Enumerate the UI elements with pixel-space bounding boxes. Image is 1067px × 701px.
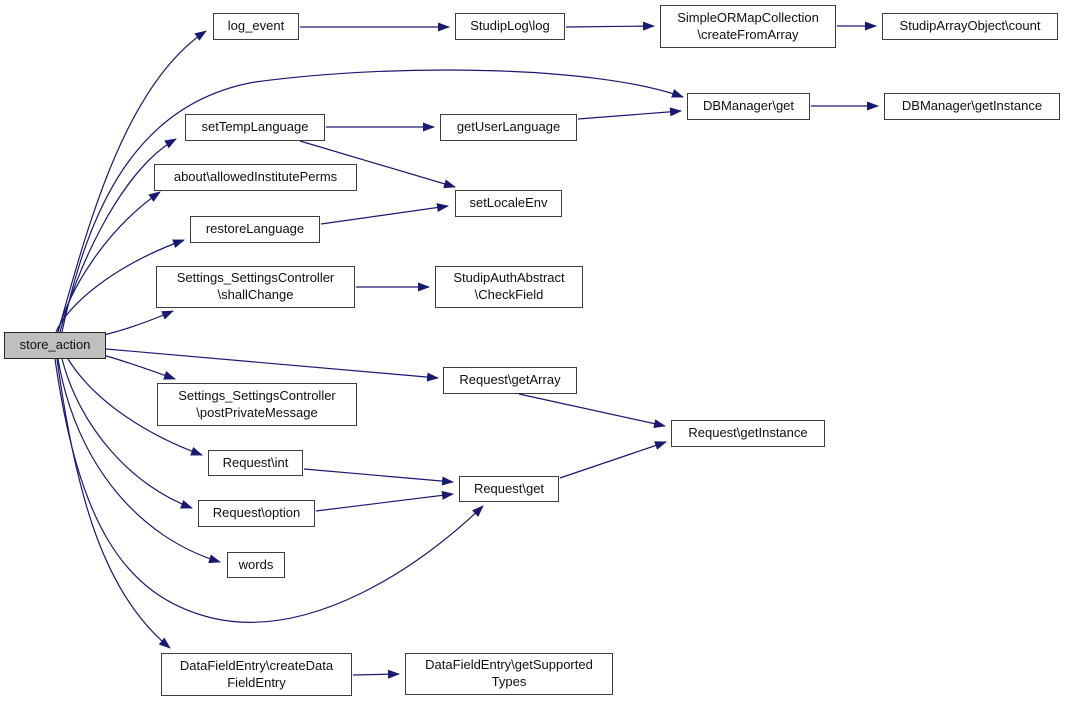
node-store-action: store_action (4, 332, 106, 359)
node-studiparrayobject-count[interactable]: StudipArrayObject\count (882, 13, 1058, 40)
node-request-getarray[interactable]: Request\getArray (443, 367, 577, 394)
node-request-option[interactable]: Request\option (198, 500, 315, 527)
edge-request-getarray-to-request-getinstance (518, 393, 666, 429)
edge-store-action-to-dbmanager-get (61, 69, 684, 333)
edge-restorelanguage-to-setlocaleenv (320, 203, 449, 225)
edge-store-action-to-about-allowedinstituteperms (57, 191, 161, 333)
node-restorelanguage[interactable]: restoreLanguage (190, 216, 320, 243)
node-datafieldentry-getsupportedtypes[interactable]: DataFieldEntry\getSupported Types (405, 653, 613, 695)
node-settings-settingscontroller-postprivatemessage[interactable]: Settings_SettingsController \postPrivate… (157, 383, 357, 426)
node-datafieldentry-createdatafieldentry[interactable]: DataFieldEntry\createData FieldEntry (161, 653, 352, 696)
node-setlocaleenv[interactable]: setLocaleEnv (455, 190, 562, 217)
edges-group (54, 21, 879, 679)
edge-store-action-to-request-getarray (105, 348, 439, 382)
edge-store-action-to-settings-settingscontroller-postprivatemessage (102, 354, 176, 380)
node-words[interactable]: words (227, 552, 285, 578)
node-settings-settingscontroller-shallchange[interactable]: Settings_SettingsController \shallChange (156, 266, 355, 308)
node-getuserlanguage[interactable]: getUserLanguage (440, 114, 577, 141)
node-request-get[interactable]: Request\get (459, 476, 559, 502)
edge-store-action-to-request-option (61, 358, 193, 509)
node-about-allowedinstituteperms[interactable]: about\allowedInstitutePerms (154, 164, 357, 191)
node-dbmanager-get[interactable]: DBManager\get (687, 93, 810, 120)
node-studiplog-log[interactable]: StudipLog\log (455, 13, 565, 40)
edge-datafieldentry-createdatafieldentry-to-datafieldentry-getsupportedtypes (352, 669, 400, 679)
edge-request-option-to-request-get (315, 490, 454, 512)
edge-store-action-to-settings-settingscontroller-shallchange (103, 310, 174, 336)
node-simpleormapcollection-createfromarray[interactable]: SimpleORMapCollection \createFromArray (660, 5, 836, 48)
node-settemplanguage[interactable]: setTempLanguage (185, 114, 325, 141)
edge-store-action-to-restorelanguage (55, 239, 185, 333)
edge-studiplog-log-to-simpleormapcollection-createfromarray (565, 21, 655, 31)
node-dbmanager-getinstance[interactable]: DBManager\getInstance (884, 93, 1060, 120)
edge-request-get-to-request-getinstance (559, 441, 667, 479)
edge-store-action-to-settemplanguage (59, 138, 177, 333)
edge-request-int-to-request-get (303, 468, 454, 486)
edge-settemplanguage-to-setlocaleenv (299, 140, 456, 189)
node-request-getinstance[interactable]: Request\getInstance (671, 420, 825, 447)
edge-store-action-to-words (57, 358, 221, 564)
node-log-event[interactable]: log_event (213, 13, 299, 40)
node-request-int[interactable]: Request\int (208, 450, 303, 476)
edge-getuserlanguage-to-dbmanager-get (577, 107, 682, 120)
edge-store-action-to-request-int (67, 358, 203, 456)
node-studipauthabstract-checkfield[interactable]: StudipAuthAbstract \CheckField (435, 266, 583, 308)
edge-store-action-to-datafieldentry-createdatafieldentry (56, 358, 171, 649)
edge-store-action-to-log-event (57, 30, 207, 333)
edge-store-action-to-request-get (54, 358, 484, 623)
